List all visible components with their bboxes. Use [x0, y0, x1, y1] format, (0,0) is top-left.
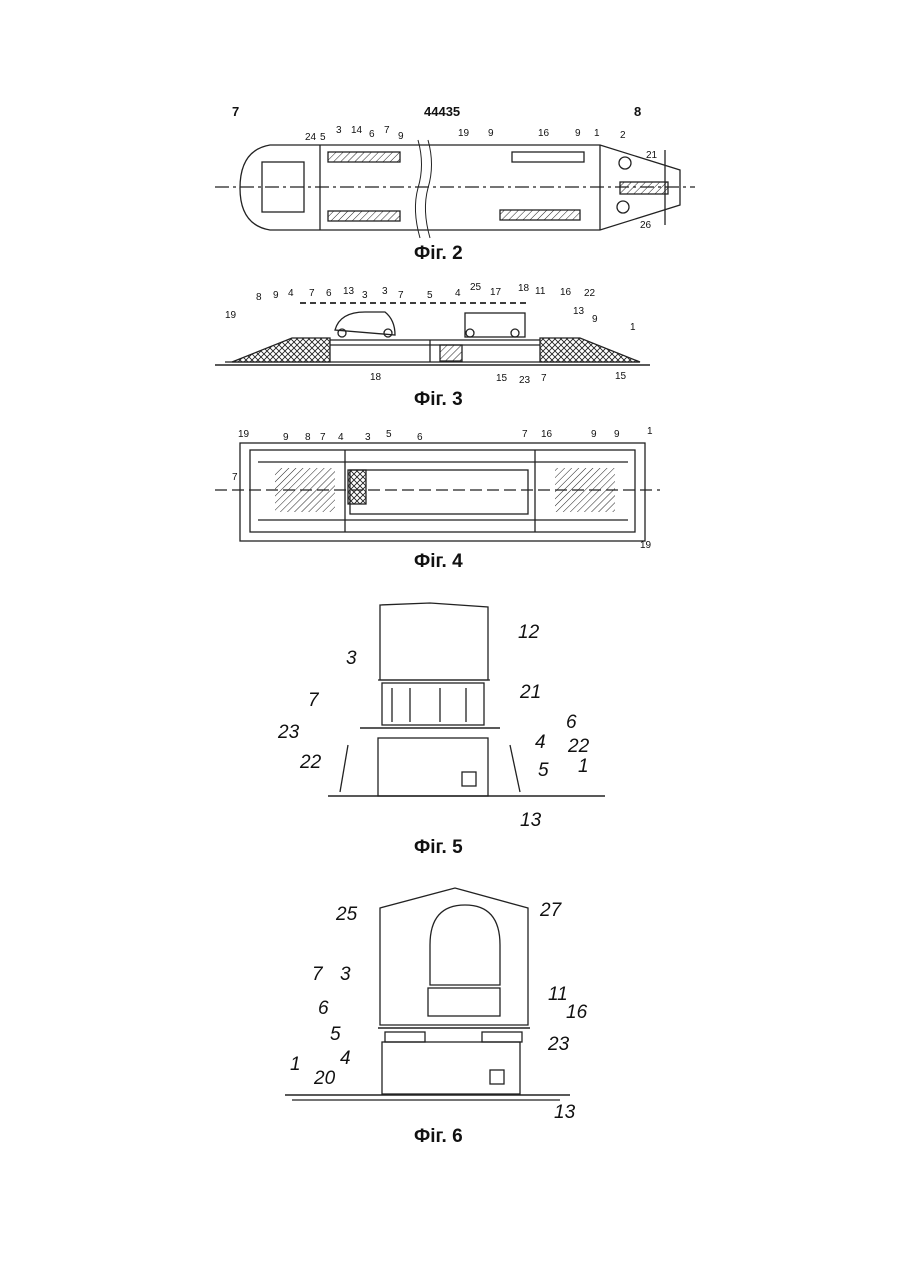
callout-label: 13: [573, 306, 585, 317]
callout-label: 8: [256, 292, 262, 303]
callout-label: 3: [336, 125, 342, 136]
callout-label: 23: [519, 375, 531, 386]
callout-label: 15: [615, 371, 627, 382]
figure-2-drawing: [215, 140, 695, 238]
callout-label: 13: [343, 286, 355, 297]
figure-6-callouts: 25 27 73 11 6 16 5 23 4 1 20 13: [290, 900, 588, 1123]
callout-label: 7: [308, 690, 320, 711]
figure-3-caption: Фіг. 3: [414, 389, 463, 411]
callout-label: 7: [541, 373, 547, 384]
figure-5-callouts: 12 3 21 7 6 23 4 22 22 5 1 13: [277, 622, 590, 831]
callout-label: 1: [630, 322, 636, 333]
callout-label: 8: [305, 432, 311, 443]
callout-label: 3: [340, 964, 351, 985]
figure-5-caption: Фіг. 5: [414, 837, 463, 859]
callout-label: 7: [312, 964, 324, 985]
figure-2-caption: Фіг. 2: [414, 243, 463, 265]
callout-label: 19: [225, 310, 237, 321]
callout-label: 9: [488, 128, 494, 139]
callout-label: 17: [490, 287, 502, 298]
callout-label: 22: [299, 752, 322, 773]
callout-label: 16: [538, 128, 550, 139]
callout-label: 24: [305, 132, 317, 143]
callout-label: 5: [320, 132, 326, 143]
callout-label: 26: [640, 220, 652, 231]
callout-label: 1: [647, 426, 653, 437]
callout-label: 21: [646, 150, 658, 161]
callout-label: 23: [277, 722, 300, 743]
callout-label: 7: [522, 429, 528, 440]
callout-label: 4: [288, 288, 294, 299]
callout-label: 9: [614, 429, 620, 440]
callout-label: 6: [566, 712, 577, 733]
callout-label: 18: [370, 372, 382, 383]
callout-label: 27: [539, 900, 563, 921]
callout-label: 16: [566, 1002, 588, 1023]
figure-3-drawing: [215, 303, 650, 365]
callout-label: 22: [567, 736, 590, 757]
callout-label: 7: [398, 290, 404, 301]
callout-label: 7: [232, 472, 238, 483]
callout-label: 25: [470, 282, 482, 293]
callout-label: 7: [309, 288, 315, 299]
callout-label: 16: [541, 429, 553, 440]
callout-label: 22: [584, 288, 596, 299]
callout-label: 19: [238, 429, 250, 440]
callout-label: 11: [535, 286, 546, 297]
callout-label: 9: [398, 131, 404, 142]
callout-label: 4: [338, 432, 344, 443]
callout-label: 6: [318, 998, 329, 1019]
callout-label: 13: [554, 1102, 576, 1123]
callout-label: 4: [340, 1048, 351, 1069]
callout-label: 6: [369, 129, 375, 140]
callout-label: 2: [620, 130, 626, 141]
figure-5-drawing: [328, 603, 605, 796]
callout-label: 9: [575, 128, 581, 139]
callout-label: 15: [496, 373, 508, 384]
callout-label: 3: [382, 286, 388, 297]
callout-label: 13: [520, 810, 542, 831]
callout-label: 4: [535, 732, 546, 753]
callout-label: 19: [640, 540, 652, 551]
callout-label: 25: [335, 904, 358, 925]
callout-label: 3: [362, 290, 368, 301]
callout-label: 3: [365, 432, 371, 443]
callout-label: 5: [386, 429, 392, 440]
figure-3-callouts: 198 94 76 133 37 54 2517 1811 1622 139 1…: [225, 282, 636, 386]
callout-label: 12: [518, 622, 540, 643]
callout-label: 7: [320, 432, 326, 443]
callout-label: 6: [417, 432, 423, 443]
callout-label: 19: [458, 128, 470, 139]
callout-label: 20: [313, 1068, 336, 1089]
callout-label: 4: [455, 288, 461, 299]
callout-label: 9: [273, 290, 279, 301]
callout-label: 5: [538, 760, 549, 781]
callout-label: 9: [591, 429, 597, 440]
callout-label: 1: [578, 756, 589, 777]
callout-label: 16: [560, 287, 572, 298]
callout-label: 3: [346, 648, 357, 669]
callout-label: 14: [351, 125, 363, 136]
callout-label: 1: [594, 128, 600, 139]
figure-4-drawing: [215, 443, 660, 541]
callout-label: 5: [427, 290, 433, 301]
callout-label: 11: [548, 984, 568, 1005]
callout-label: 9: [283, 432, 289, 443]
callout-label: 6: [326, 288, 332, 299]
callout-label: 9: [592, 314, 598, 325]
figure-4-caption: Фіг. 4: [414, 551, 463, 573]
callout-label: 7: [384, 125, 390, 136]
callout-label: 18: [518, 283, 530, 294]
callout-label: 21: [519, 682, 541, 703]
callout-label: 1: [290, 1054, 301, 1075]
figure-6-caption: Фіг. 6: [414, 1126, 463, 1148]
callout-label: 23: [547, 1034, 570, 1055]
callout-label: 5: [330, 1024, 341, 1045]
